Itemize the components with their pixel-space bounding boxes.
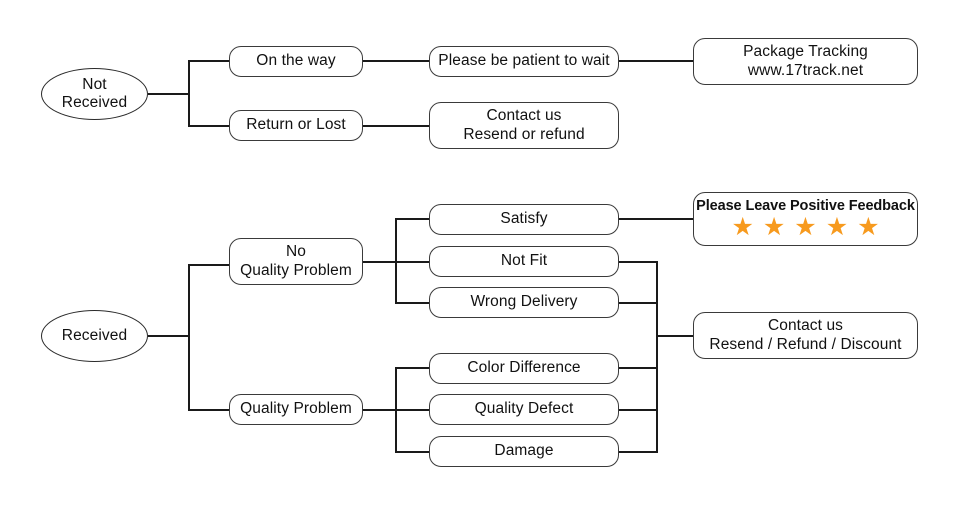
- node-contact-us-resend-or-refund-label: Contact us Resend or refund: [463, 107, 585, 143]
- connector-return-or-lost-to-contact: [363, 125, 429, 127]
- node-return-or-lost-label: Return or Lost: [246, 116, 346, 134]
- connector-to-no-quality-problem: [188, 264, 230, 266]
- connector-not-fit-to-merge: [619, 261, 658, 263]
- node-satisfy[interactable]: Satisfy: [429, 204, 619, 235]
- node-please-be-patient-label: Please be patient to wait: [438, 52, 610, 70]
- node-please-be-patient[interactable]: Please be patient to wait: [429, 46, 619, 77]
- connector-issue-merge-bus: [656, 261, 658, 453]
- node-color-difference[interactable]: Color Difference: [429, 353, 619, 384]
- connector-damage-to-merge: [619, 451, 658, 453]
- node-positive-feedback[interactable]: Please Leave Positive Feedback ★ ★ ★ ★ ★: [693, 192, 918, 246]
- node-contact-us-resend-refund-discount[interactable]: Contact us Resend / Refund / Discount: [693, 312, 918, 359]
- node-contact-us-resend-or-refund[interactable]: Contact us Resend or refund: [429, 102, 619, 149]
- node-received-label: Received: [61, 326, 128, 344]
- node-no-quality-problem-label: No Quality Problem: [240, 243, 352, 279]
- connector-on-the-way-to-wait: [363, 60, 429, 62]
- node-on-the-way[interactable]: On the way: [229, 46, 363, 77]
- node-contact-us-resend-refund-discount-label: Contact us Resend / Refund / Discount: [709, 317, 902, 353]
- node-quality-defect-label: Quality Defect: [474, 400, 574, 418]
- connector-to-return-or-lost: [188, 125, 230, 127]
- rating-stars[interactable]: ★ ★ ★ ★ ★: [731, 215, 879, 240]
- node-not-fit[interactable]: Not Fit: [429, 246, 619, 277]
- node-quality-defect[interactable]: Quality Defect: [429, 394, 619, 425]
- connector-received-stem: [148, 335, 189, 337]
- star-icon[interactable]: ★: [857, 213, 880, 241]
- node-damage-label: Damage: [494, 442, 554, 460]
- node-quality-problem[interactable]: Quality Problem: [229, 394, 363, 425]
- connector-to-wrong-delivery: [395, 302, 430, 304]
- connector-received-junction: [188, 264, 190, 410]
- node-on-the-way-label: On the way: [256, 52, 336, 70]
- star-icon[interactable]: ★: [794, 213, 817, 241]
- node-color-difference-label: Color Difference: [467, 359, 581, 377]
- connector-wait-to-tracking: [619, 60, 694, 62]
- connector-no-quality-problem-stem: [363, 261, 396, 263]
- star-icon[interactable]: ★: [731, 213, 754, 241]
- connector-to-satisfy: [395, 218, 430, 220]
- node-package-tracking-label: Package Tracking www.17track.net: [743, 43, 868, 79]
- connector-quality-problem-stem: [363, 409, 396, 411]
- node-package-tracking[interactable]: Package Tracking www.17track.net: [693, 38, 918, 85]
- node-satisfy-label: Satisfy: [500, 210, 548, 228]
- feedback-text: Please Leave Positive Feedback: [696, 198, 915, 214]
- node-received[interactable]: Received: [41, 310, 148, 362]
- star-icon[interactable]: ★: [825, 213, 849, 241]
- node-no-quality-problem[interactable]: No Quality Problem: [229, 238, 363, 285]
- connector-satisfy-to-feedback: [619, 218, 694, 220]
- feedback-inner-panel: Please Leave Positive Feedback ★ ★ ★ ★ ★: [696, 196, 915, 242]
- connector-not-received-junction: [188, 61, 190, 126]
- connector-wrong-delivery-to-merge: [619, 302, 658, 304]
- connector-to-on-the-way: [188, 60, 230, 62]
- connector-to-quality-defect: [395, 409, 430, 411]
- connector-color-difference-to-merge: [619, 367, 658, 369]
- connector-not-received-stem: [148, 93, 189, 95]
- node-quality-problem-label: Quality Problem: [240, 400, 352, 418]
- node-wrong-delivery[interactable]: Wrong Delivery: [429, 287, 619, 318]
- connector-to-not-fit: [395, 261, 430, 263]
- node-damage[interactable]: Damage: [429, 436, 619, 467]
- node-wrong-delivery-label: Wrong Delivery: [470, 293, 578, 311]
- connector-to-quality-problem: [188, 409, 230, 411]
- node-not-fit-label: Not Fit: [500, 252, 548, 270]
- connector-merge-to-contact-us: [656, 335, 694, 337]
- connector-to-damage: [395, 451, 430, 453]
- node-return-or-lost[interactable]: Return or Lost: [229, 110, 363, 141]
- node-not-received-label: Not Received: [61, 75, 128, 111]
- node-not-received[interactable]: Not Received: [41, 68, 148, 120]
- star-icon[interactable]: ★: [762, 213, 786, 241]
- connector-to-color-difference: [395, 367, 430, 369]
- connector-quality-defect-to-merge: [619, 409, 658, 411]
